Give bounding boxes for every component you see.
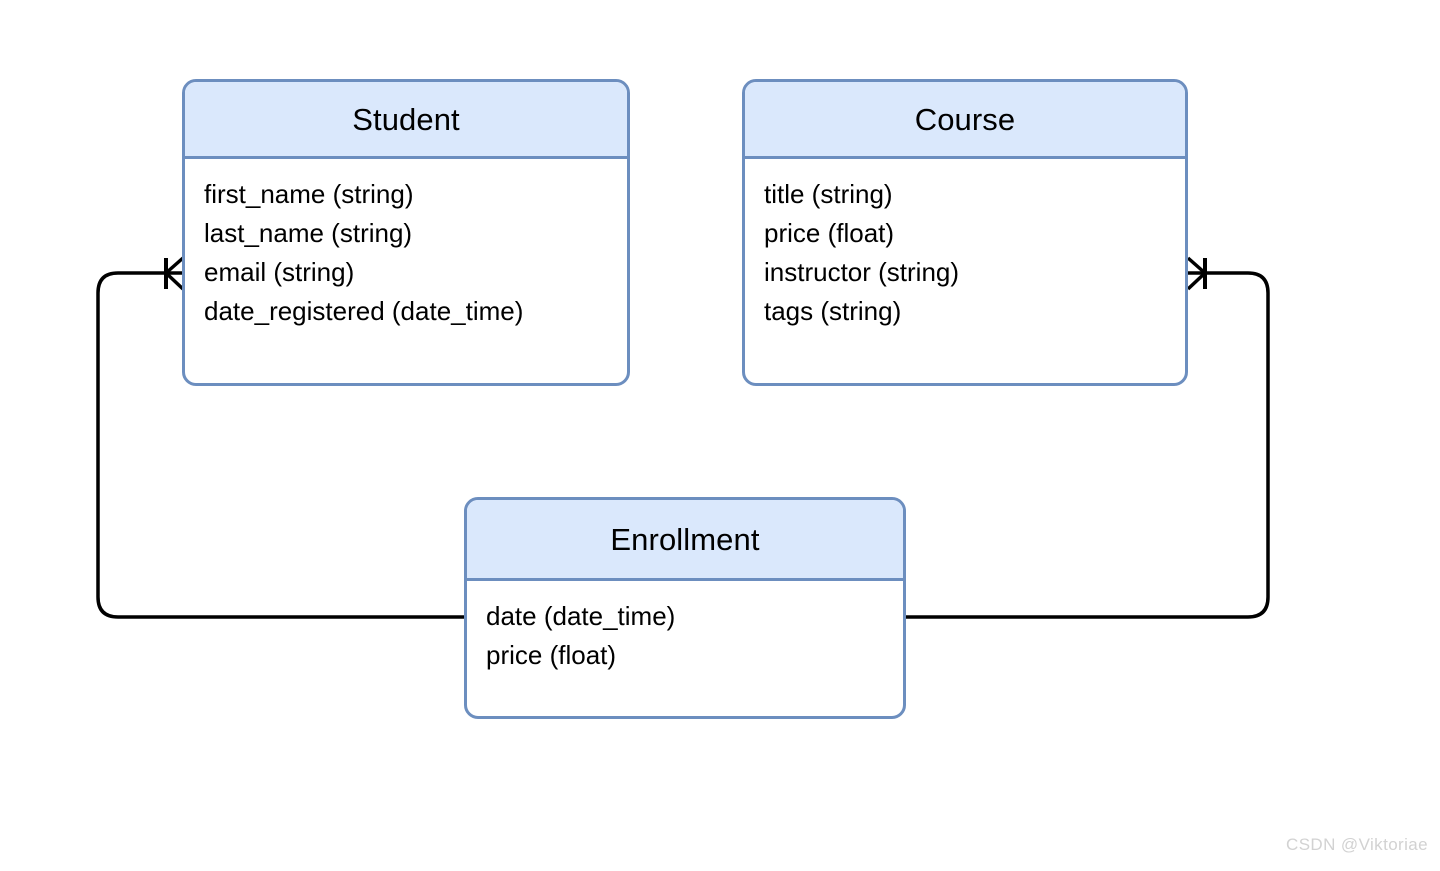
entity-student-header: Student	[185, 82, 627, 159]
entity-student-attributes: first_name (string) last_name (string) e…	[185, 159, 627, 331]
entity-course-attributes: title (string) price (float) instructor …	[745, 159, 1185, 331]
attribute-row: price (float)	[486, 640, 617, 670]
entity-enrollment[interactable]: Enrollment date (date_time) price (float…	[464, 497, 906, 719]
watermark: CSDN @Viktoriae	[1286, 835, 1428, 854]
entity-student[interactable]: Student first_name (string) last_name (s…	[182, 79, 630, 386]
entity-course-title: Course	[914, 101, 1016, 137]
entity-student-title: Student	[352, 101, 460, 137]
attribute-row: last_name (string)	[204, 218, 413, 248]
attribute-row: date (date_time)	[486, 601, 676, 631]
crows-foot-course	[1186, 256, 1207, 291]
entity-enrollment-title: Enrollment	[610, 521, 760, 557]
crows-foot-student	[164, 256, 185, 291]
attribute-row: instructor (string)	[764, 257, 960, 287]
entity-enrollment-attributes: date (date_time) price (float)	[467, 581, 903, 675]
entity-course[interactable]: Course title (string) price (float) inst…	[742, 79, 1188, 386]
entity-course-header: Course	[745, 82, 1185, 159]
attribute-row: tags (string)	[764, 296, 902, 326]
attribute-row: date_registered (date_time)	[204, 296, 524, 326]
attribute-row: first_name (string)	[204, 179, 414, 209]
entity-enrollment-header: Enrollment	[467, 500, 903, 581]
attribute-row: email (string)	[204, 257, 355, 287]
attribute-row: price (float)	[764, 218, 895, 248]
attribute-row: title (string)	[764, 179, 893, 209]
